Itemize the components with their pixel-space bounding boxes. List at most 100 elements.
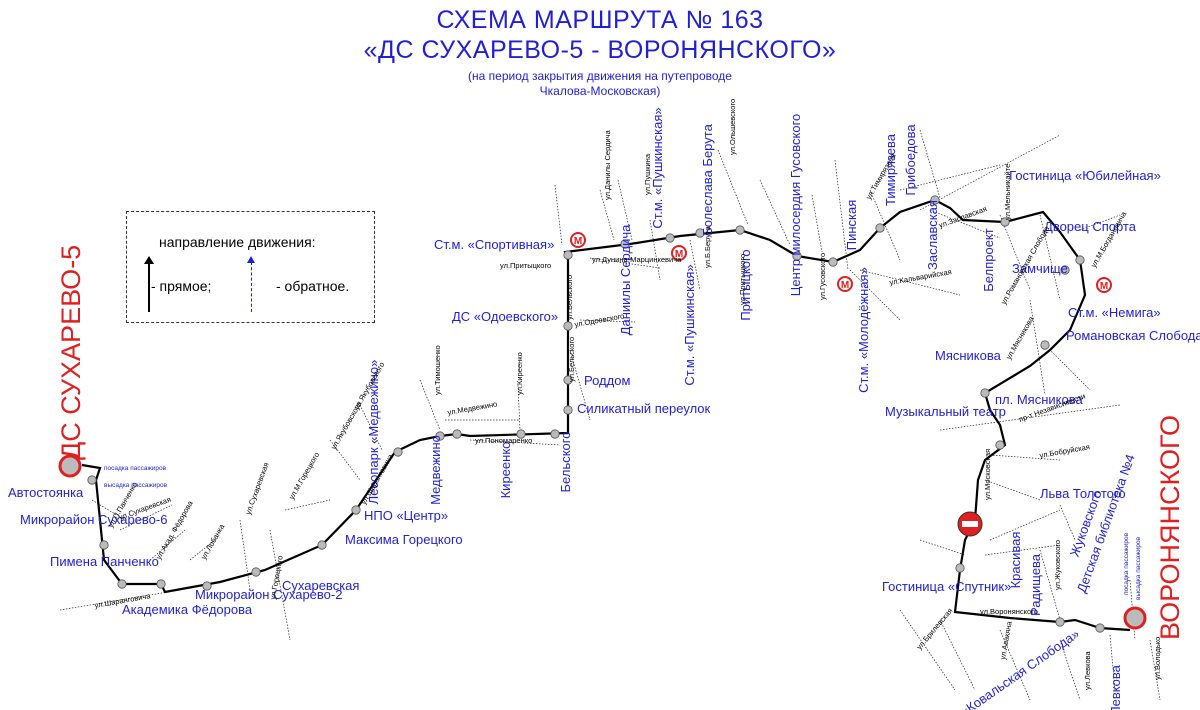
street-line bbox=[939, 404, 1121, 431]
stop-label: Микрорайон Сухарево-6 bbox=[20, 512, 167, 527]
stop-label: Пинская bbox=[844, 200, 859, 251]
street-label: ул.Данилы Сердича bbox=[603, 129, 612, 200]
street-label: ул.Медвежино bbox=[447, 399, 498, 417]
street-label: ул.Притыцкого bbox=[500, 261, 551, 270]
stop-label: Грибоедова bbox=[903, 124, 918, 196]
stop-marker bbox=[1095, 623, 1105, 633]
street-line bbox=[1039, 214, 1061, 301]
route-line bbox=[81, 198, 1131, 632]
stop-label: Гостиница «Юбилейная» bbox=[1009, 168, 1161, 183]
street-label: ул.Ольшевского bbox=[728, 99, 737, 155]
stop-label: Сухаревская bbox=[282, 578, 359, 593]
stop-marker bbox=[156, 579, 166, 589]
street-line bbox=[989, 454, 1061, 461]
stop-label: Притыцкого bbox=[738, 249, 753, 320]
street-label: ул.М.Горецкого bbox=[287, 451, 321, 501]
street-line bbox=[579, 319, 636, 323]
stop-label: Автостоянка bbox=[8, 485, 84, 500]
stop-label: Радищева bbox=[1028, 553, 1043, 616]
stop-marker bbox=[995, 440, 1005, 450]
street-line bbox=[1044, 344, 1091, 391]
street-line bbox=[1039, 549, 1061, 621]
stop-label: Даниилы Сердича bbox=[618, 224, 633, 335]
stop-marker bbox=[563, 375, 573, 385]
street-line bbox=[469, 439, 561, 446]
stop-label: Красивая bbox=[1008, 532, 1023, 589]
metro-icon bbox=[570, 232, 586, 248]
terminus-icon bbox=[58, 454, 82, 478]
street-line bbox=[189, 539, 216, 561]
street-label: ул.Мельникайте bbox=[1003, 164, 1012, 220]
stop-marker bbox=[695, 228, 705, 238]
street-line bbox=[554, 184, 563, 246]
street-line bbox=[919, 134, 1061, 211]
street-label: ул.Сухаревская bbox=[243, 461, 270, 516]
legend-forward: - прямое; bbox=[151, 278, 212, 294]
reverse-arrow-icon bbox=[247, 256, 255, 312]
map-note-line2: Чкалова-Московская) bbox=[539, 84, 661, 98]
map-title: СХЕМА МАРШРУТА № 163 bbox=[436, 6, 764, 34]
terminus-icon bbox=[1123, 606, 1147, 630]
street-line bbox=[569, 349, 591, 421]
stop-label: Ст.м. «Немига» bbox=[1068, 305, 1161, 320]
street-line bbox=[859, 269, 961, 296]
stop-label: Заславская bbox=[925, 200, 940, 270]
street-label: ул.Володько bbox=[1153, 637, 1162, 680]
passenger-note: высадка пассажиров bbox=[1135, 536, 1142, 600]
street-line bbox=[811, 194, 823, 253]
forward-arrow-icon bbox=[144, 256, 154, 312]
stop-label: Киреенко bbox=[498, 442, 513, 499]
street-line bbox=[599, 189, 615, 241]
stop-label: Медвежино bbox=[428, 435, 443, 505]
street-line bbox=[999, 214, 1031, 291]
passenger-note: посадка пассажиров bbox=[1123, 532, 1130, 595]
street-line bbox=[999, 629, 1031, 701]
direction-legend: направление движения: - прямое; - обратн… bbox=[126, 211, 375, 323]
stop-label: Центр милосердия Гусовского bbox=[788, 114, 803, 297]
stop-label: Белпроект bbox=[981, 228, 996, 291]
street-label: ул.Жуковского bbox=[1053, 540, 1062, 590]
street-line bbox=[649, 219, 661, 281]
stop-label: Ст.м. «Молодёжная» bbox=[856, 267, 871, 393]
street-label: ул.Воронянского bbox=[980, 607, 1038, 616]
passenger-note: посадка пассажиров bbox=[104, 465, 167, 472]
street-label: ул.Пономаренко bbox=[475, 436, 532, 445]
stop-label: Мясникова bbox=[935, 348, 1002, 363]
street-line bbox=[1149, 639, 1161, 701]
stop-marker bbox=[563, 405, 573, 415]
street-line bbox=[834, 159, 849, 271]
stop-label: Максима Горецкого bbox=[345, 532, 463, 547]
stop-label: Дворец Спорта bbox=[1044, 219, 1137, 234]
street-line bbox=[919, 539, 966, 556]
street-line bbox=[919, 129, 941, 199]
street-label: ул.Левкова bbox=[1083, 650, 1092, 690]
street-line bbox=[717, 149, 749, 226]
stop-marker bbox=[202, 581, 212, 591]
stop-label: Музыкальный театр bbox=[885, 404, 1006, 419]
street-label: ул.Бельского bbox=[567, 337, 576, 382]
street-line bbox=[899, 609, 956, 691]
stop-label: Романовская Слобода bbox=[1066, 328, 1200, 343]
street-label: ул.Бельского bbox=[565, 275, 574, 320]
street-label: ул.Авакяна bbox=[998, 620, 1014, 661]
stop-marker bbox=[828, 257, 838, 267]
street-label: ул.Московская bbox=[983, 449, 992, 500]
street-label: ул.Дунина-Марцинкевича bbox=[592, 255, 682, 264]
stop-marker bbox=[563, 250, 573, 260]
stop-marker bbox=[665, 233, 675, 243]
street-label: ул.Киреенко bbox=[515, 352, 524, 395]
stop-marker bbox=[735, 225, 745, 235]
stop-marker bbox=[1000, 217, 1010, 227]
metro-icon bbox=[671, 245, 687, 261]
legend-reverse: - обратное. bbox=[276, 278, 350, 294]
street-line bbox=[617, 179, 633, 241]
stop-marker bbox=[1055, 617, 1065, 627]
street-label: ул.Заславская bbox=[938, 204, 988, 230]
street-line bbox=[899, 164, 1001, 191]
stop-marker bbox=[351, 505, 361, 515]
street-line bbox=[59, 589, 181, 611]
street-line bbox=[929, 209, 1001, 239]
street-line bbox=[269, 529, 291, 641]
stop-marker bbox=[1075, 255, 1085, 265]
